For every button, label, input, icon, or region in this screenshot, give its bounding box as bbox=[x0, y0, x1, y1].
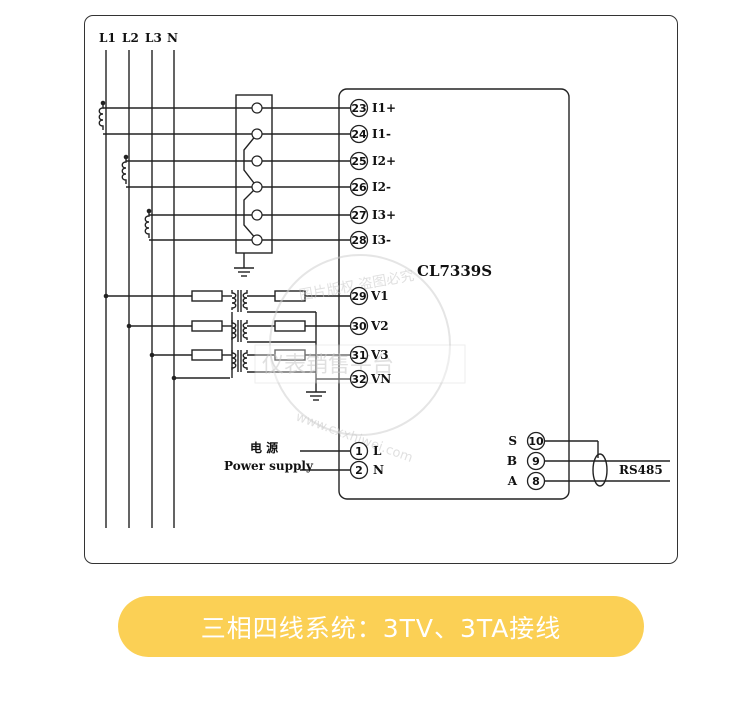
pt-primary-fuse-1 bbox=[191, 290, 223, 302]
shorting-terminal-block bbox=[235, 94, 273, 254]
pt-primary-fuse-3 bbox=[191, 349, 223, 361]
power-label-cn: 电 源 bbox=[250, 440, 278, 455]
terminal-26 bbox=[349, 177, 369, 197]
phase-label: L1 bbox=[99, 31, 116, 45]
terminal-label: V2 bbox=[370, 319, 389, 333]
pt-primary-fuse-2 bbox=[191, 320, 223, 332]
terminal-number: 10 bbox=[528, 435, 544, 448]
terminal-label: I2- bbox=[372, 180, 391, 194]
pt-transformer-3 bbox=[231, 350, 248, 372]
terminal-number: 2 bbox=[355, 464, 363, 477]
phase-label: L2 bbox=[122, 31, 139, 45]
terminal-10 bbox=[526, 431, 546, 451]
diagram-frame bbox=[84, 15, 678, 564]
pt-transformer-1 bbox=[231, 290, 248, 312]
device-box bbox=[338, 88, 570, 500]
terminal-number: 25 bbox=[351, 155, 366, 168]
terminal-label: A bbox=[507, 474, 518, 488]
terminal-number: 29 bbox=[351, 290, 366, 303]
terminal-label: V3 bbox=[370, 348, 389, 362]
terminal-number: 27 bbox=[351, 209, 366, 222]
terminal-label: I3- bbox=[372, 233, 391, 247]
terminal-number: 32 bbox=[351, 373, 366, 386]
terminal-27 bbox=[349, 205, 369, 225]
terminal-24 bbox=[349, 124, 369, 144]
terminal-1 bbox=[349, 441, 369, 461]
terminal-label: S bbox=[508, 434, 517, 448]
terminal-number: 30 bbox=[351, 320, 367, 333]
terminal-label: V1 bbox=[370, 289, 389, 303]
terminal-25 bbox=[349, 151, 369, 171]
terminal-2 bbox=[349, 460, 369, 480]
pt-secondary-fuse-2 bbox=[274, 320, 306, 332]
power-label-en: Power supply bbox=[224, 459, 314, 473]
terminal-label: VN bbox=[370, 372, 391, 386]
terminal-32 bbox=[349, 369, 369, 389]
terminal-number: 26 bbox=[351, 181, 367, 194]
terminal-label: I2+ bbox=[372, 154, 396, 168]
pt-transformer-2 bbox=[231, 320, 248, 342]
terminal-8 bbox=[526, 471, 546, 491]
phase-label: N bbox=[167, 31, 178, 45]
terminal-29 bbox=[349, 286, 369, 306]
terminal-label: L bbox=[373, 444, 382, 458]
phase-label: L3 bbox=[145, 31, 162, 45]
terminal-9 bbox=[526, 451, 546, 471]
terminal-number: 9 bbox=[532, 455, 540, 468]
terminal-label: N bbox=[373, 463, 384, 477]
terminal-label: I1- bbox=[372, 127, 391, 141]
terminal-number: 24 bbox=[351, 128, 367, 141]
ct-coil-1 bbox=[98, 103, 104, 130]
terminal-number: 31 bbox=[351, 349, 366, 362]
ct-coil-2 bbox=[121, 157, 127, 184]
terminal-31 bbox=[349, 345, 369, 365]
terminal-28 bbox=[349, 230, 369, 250]
caption-banner: 三相四线系统：3TV、3TA接线 bbox=[118, 596, 644, 657]
terminal-label: I1+ bbox=[372, 101, 396, 115]
shielded-cable bbox=[592, 453, 608, 487]
terminal-30 bbox=[349, 316, 369, 336]
terminal-label: I3+ bbox=[372, 208, 396, 222]
svg-text:仪表销售平台: 仪表销售平台 bbox=[262, 353, 394, 378]
terminal-23 bbox=[349, 98, 369, 118]
ct-coil-3 bbox=[144, 211, 150, 238]
device-model: CL7339S bbox=[417, 262, 492, 280]
terminal-label: B bbox=[507, 454, 517, 468]
terminal-number: 1 bbox=[355, 445, 363, 458]
terminal-number: 8 bbox=[532, 475, 540, 488]
terminal-number: 28 bbox=[351, 234, 366, 247]
terminal-number: 23 bbox=[351, 102, 366, 115]
rs485-label: RS485 bbox=[619, 463, 663, 477]
